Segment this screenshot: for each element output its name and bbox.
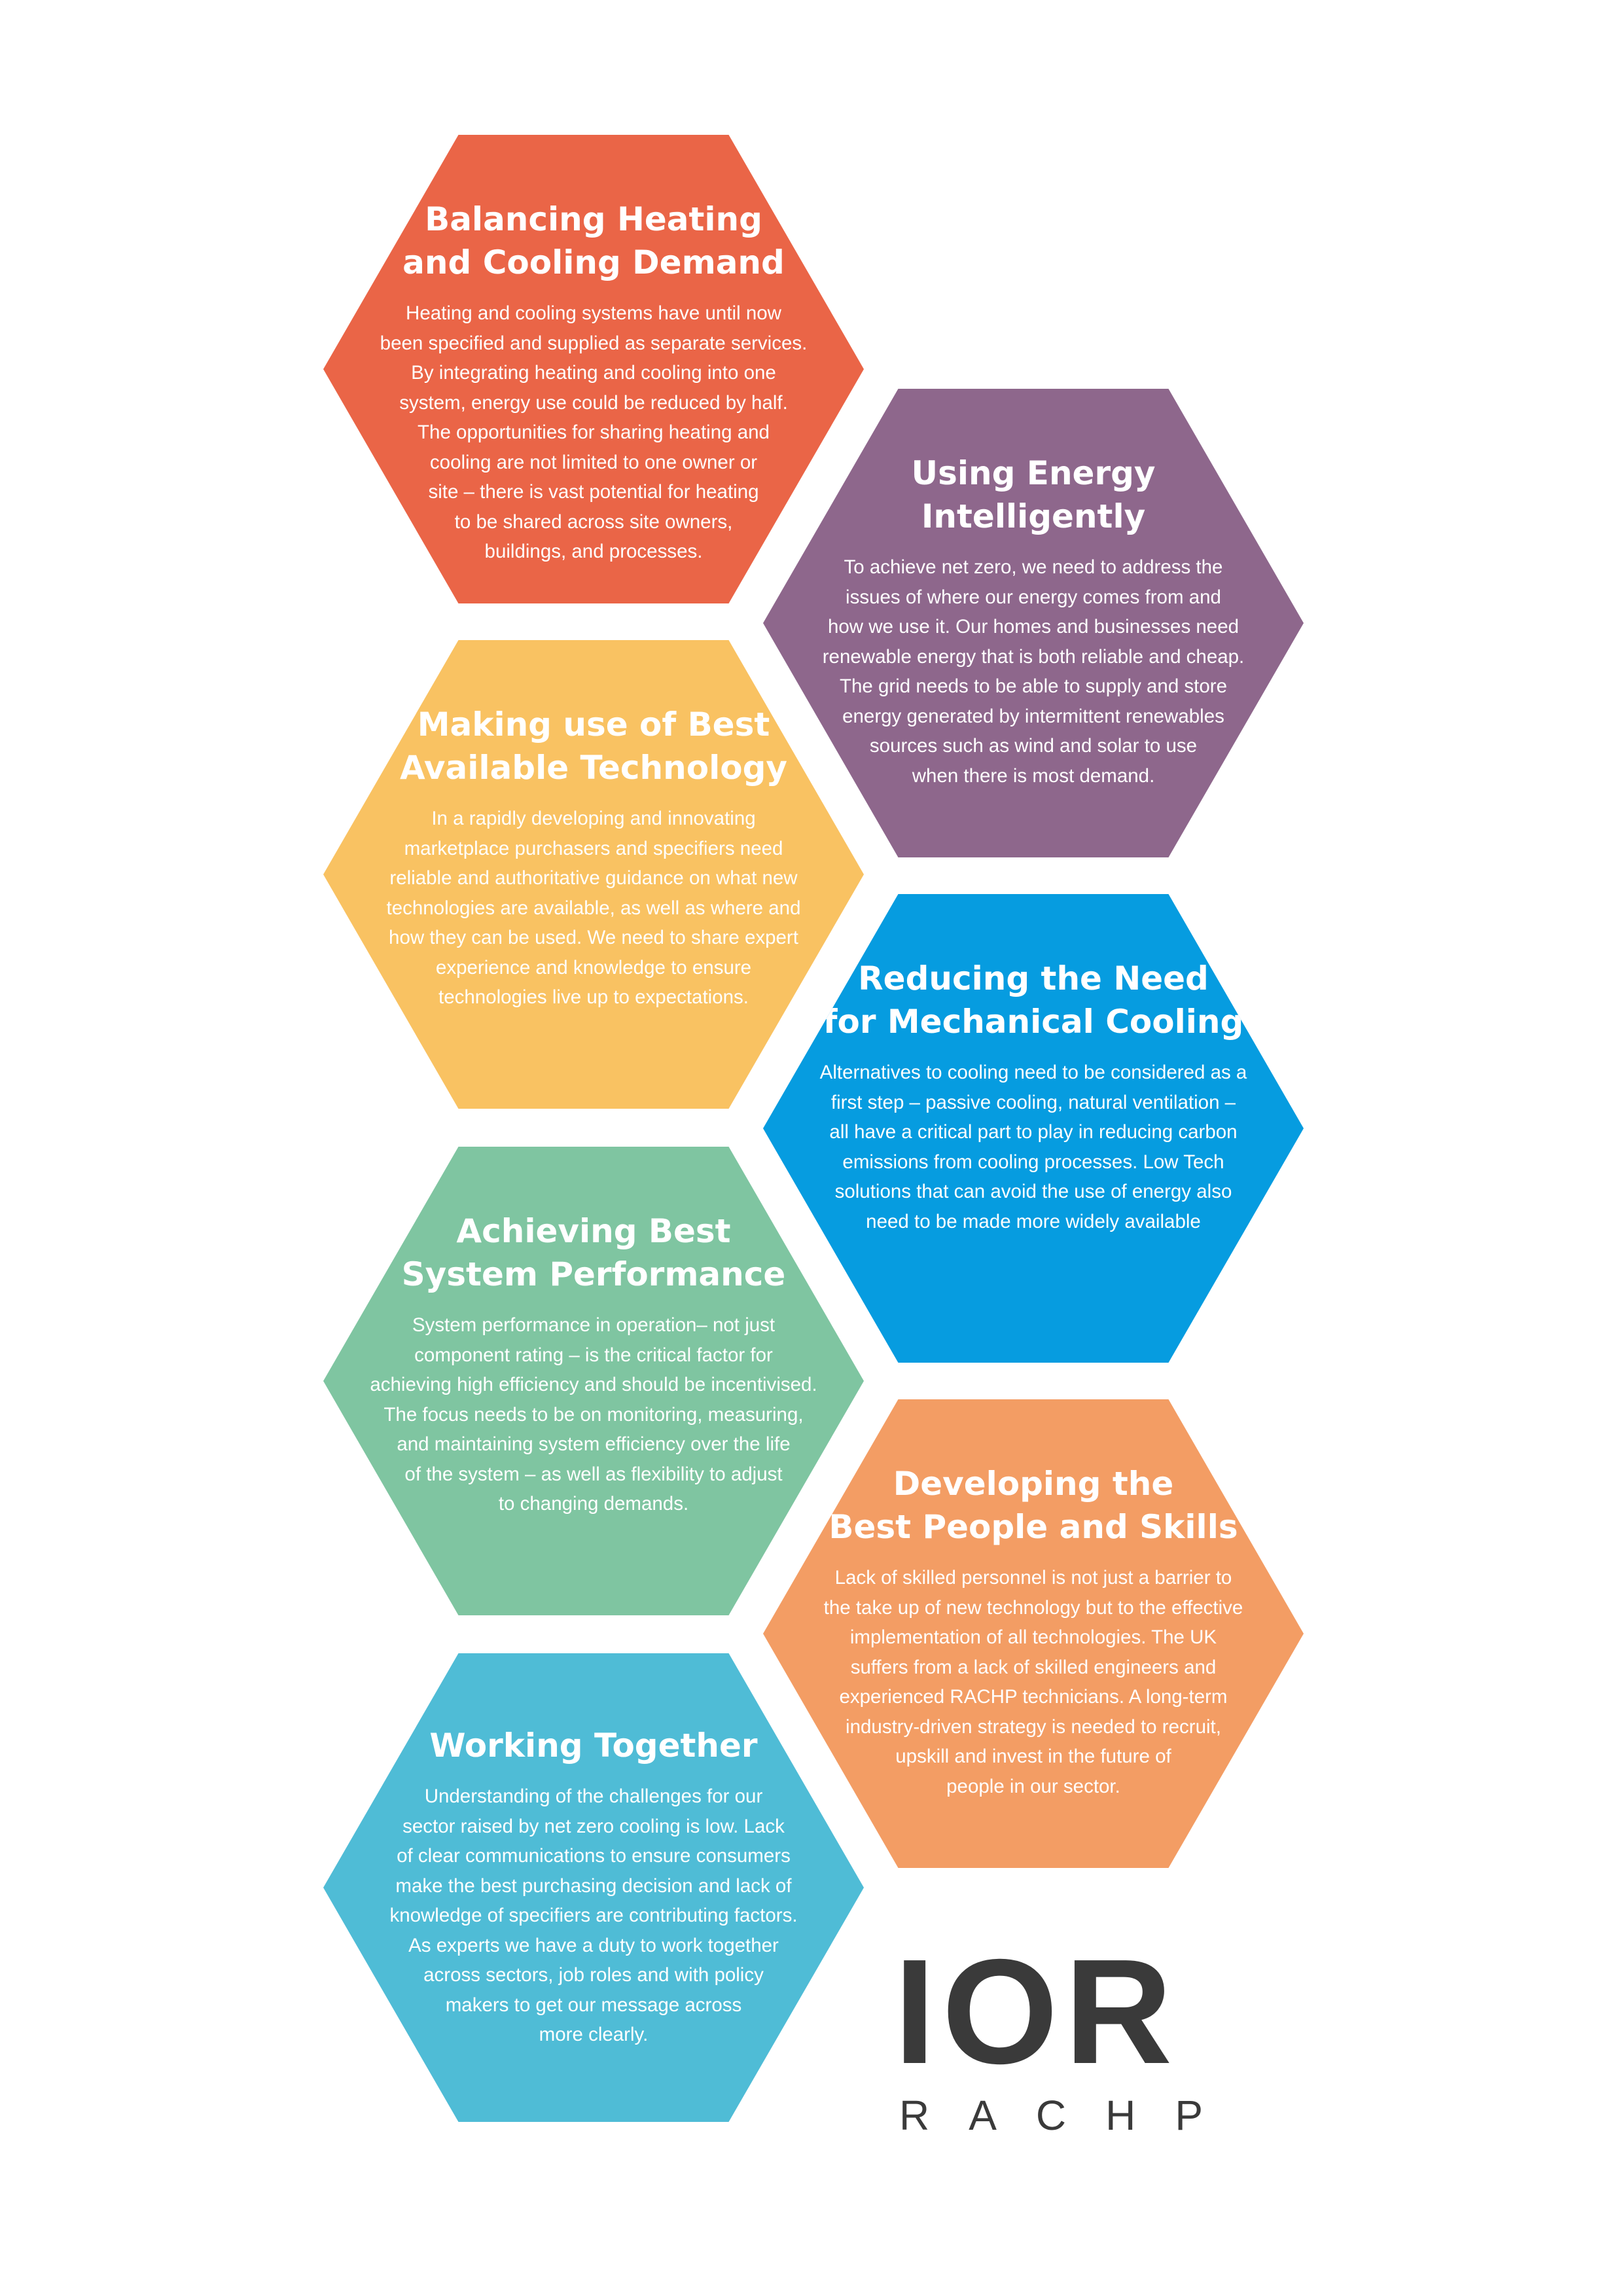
ior-logo-subtitle: RACHP [899,2092,1243,2139]
hex-title: Developing the Best People and Skills [829,1465,1238,1546]
hex-using-energy-intelligently: Using Energy Intelligently To achieve ne… [763,389,1304,857]
hex-body: Understanding of the challenges for our … [389,1785,798,2045]
hex-title: Balancing Heating and Cooling Demand [402,200,785,281]
hex-title: Working Together [429,1727,758,1765]
hex-body: To achieve net zero, we need to address … [822,556,1245,787]
hex-best-system-performance: Achieving Best System Performance System… [323,1147,864,1615]
hex-body: Lack of skilled personnel is not just a … [823,1567,1243,1797]
hex-best-people-skills: Developing the Best People and Skills La… [763,1399,1304,1868]
hex-reducing-mechanical-cooling: Reducing the Need for Mechanical Cooling… [763,894,1304,1363]
hex-balancing-heating-cooling: Balancing Heating and Cooling Demand Hea… [323,135,864,603]
hex-working-together: Working Together Understanding of the ch… [323,1653,864,2122]
hex-title: Reducing the Need for Mechanical Cooling [823,960,1244,1041]
hex-body: Alternatives to cooling need to be consi… [819,1062,1247,1232]
hex-body: System performance in operation– not jus… [370,1314,817,1515]
ior-logo-mark: IOR [894,1929,1179,2095]
hex-best-available-technology: Making use of Best Available Technology … [323,640,864,1109]
hex-body: In a rapidly developing and innovating m… [386,808,801,1008]
hex-title: Using Energy Intelligently [911,454,1156,535]
hex-title: Making use of Best Available Technology [400,706,787,787]
hex-title: Achieving Best System Performance [401,1212,786,1293]
hex-body: Heating and cooling systems have until n… [380,302,808,562]
